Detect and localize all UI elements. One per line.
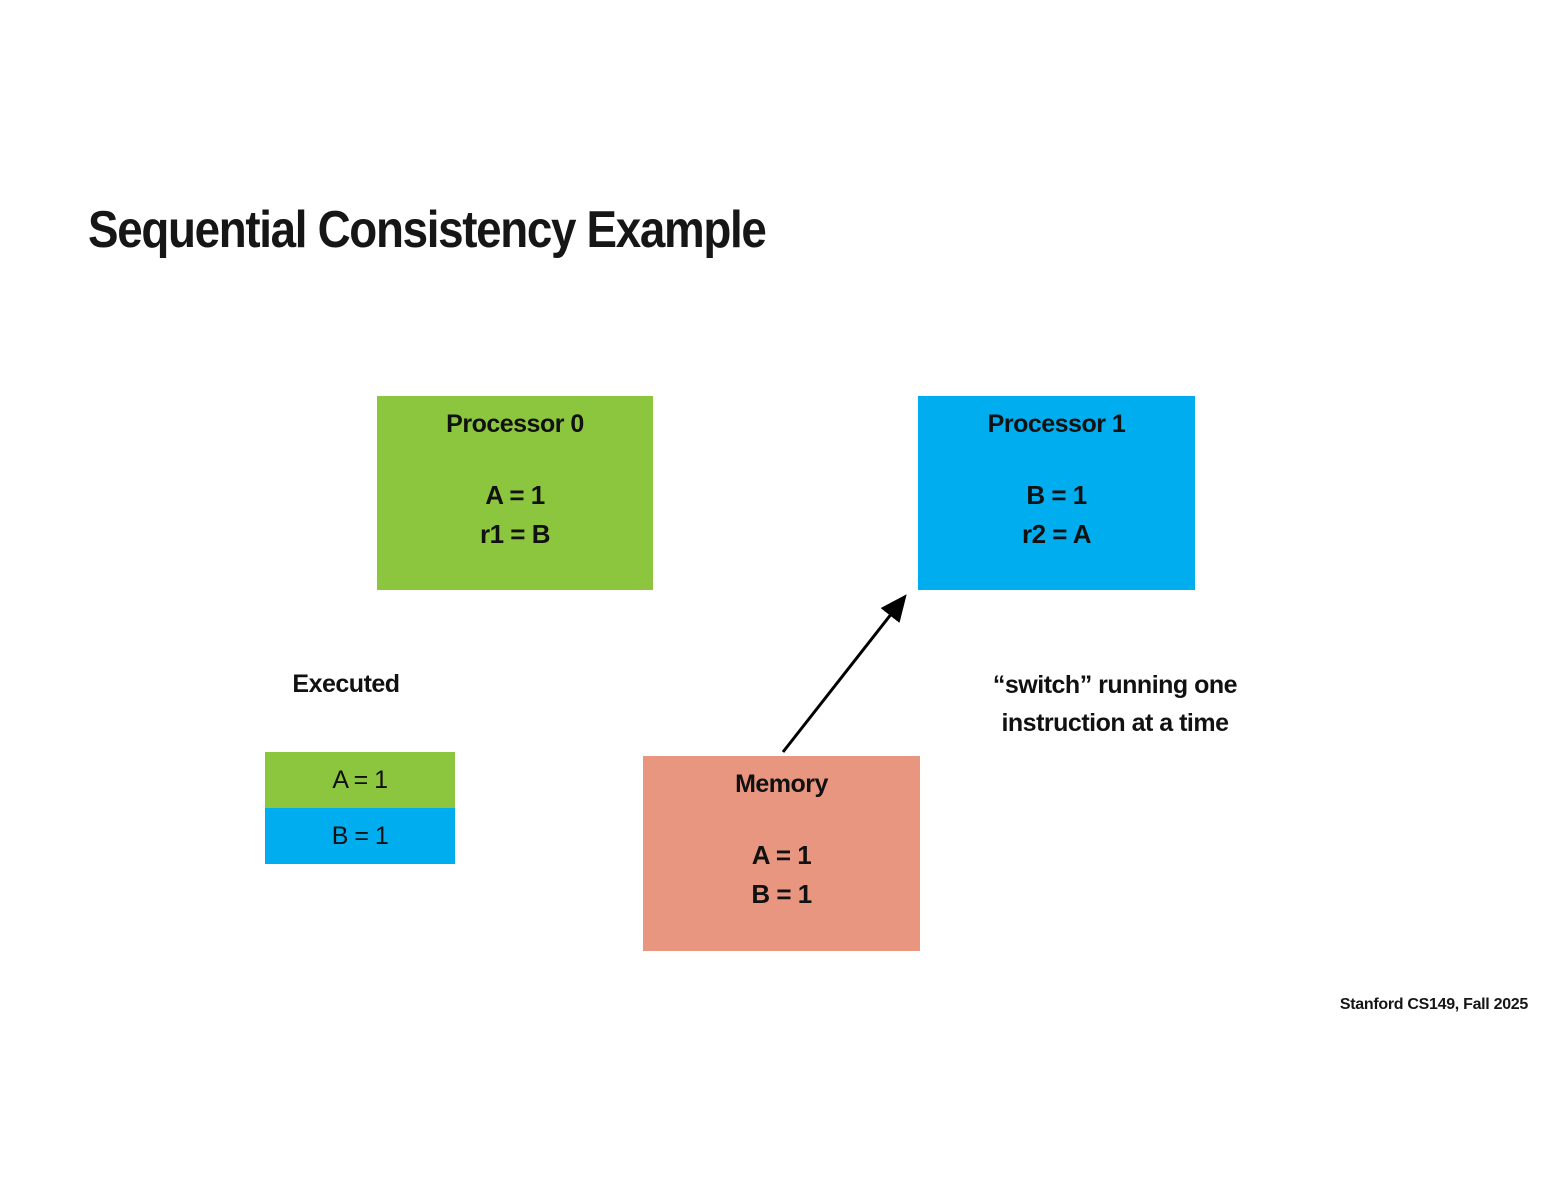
memory-box: Memory A = 1 B = 1	[643, 756, 920, 951]
executed-row-a: A = 1	[265, 752, 455, 808]
page-title: Sequential Consistency Example	[88, 201, 767, 259]
processor0-line-2: r1 = B	[480, 519, 551, 549]
switch-annotation-line-1: “switch” running one	[992, 671, 1238, 699]
memory-values: A = 1 B = 1	[643, 836, 920, 914]
executed-row-b: B = 1	[265, 808, 455, 864]
processor1-line-1: B = 1	[1026, 480, 1087, 510]
switch-annotation: “switch” running one instruction at a ti…	[955, 666, 1275, 742]
processor1-code: B = 1 r2 = A	[918, 476, 1195, 554]
memory-value-a: A = 1	[751, 840, 812, 870]
executed-label: Executed	[292, 670, 400, 698]
processor1-title: Processor 1	[987, 410, 1126, 438]
switch-annotation-line-2: instruction at a time	[1001, 709, 1229, 737]
footer-course-label: Stanford CS149, Fall 2025	[1339, 996, 1528, 1013]
processor0-box: Processor 0 A = 1 r1 = B	[377, 396, 653, 590]
processor0-line-1: A = 1	[485, 480, 545, 510]
memory-value-b: B = 1	[751, 879, 812, 909]
processor1-line-2: r2 = A	[1021, 519, 1092, 549]
memory-title: Memory	[735, 770, 828, 798]
processor0-title: Processor 0	[446, 410, 584, 438]
processor1-box: Processor 1 B = 1 r2 = A	[918, 396, 1195, 590]
executed-stack: A = 1 B = 1	[265, 752, 455, 864]
processor0-code: A = 1 r1 = B	[377, 476, 653, 554]
